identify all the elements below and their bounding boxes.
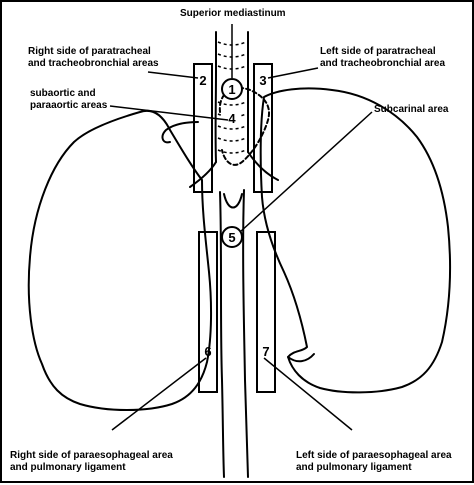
label-right-paraesophageal-line2: and pulmonary ligament xyxy=(10,462,173,474)
zone-2-label: 2 xyxy=(199,73,206,88)
carina xyxy=(224,194,242,208)
leader-subaortic xyxy=(110,106,228,120)
label-right-paratracheal: Right side of paratracheal and tracheobr… xyxy=(28,46,159,70)
left-bronchus xyxy=(248,152,278,180)
label-subaortic-line2: paraaortic areas xyxy=(30,100,107,112)
label-left-paratracheal-line1: Left side of paratracheal xyxy=(320,46,445,58)
zone-5-label: 5 xyxy=(228,230,235,245)
label-right-paraesophageal-line1: Right side of paraesophageal area xyxy=(10,450,173,462)
zone-6-label: 6 xyxy=(204,344,211,359)
label-subaortic: subaortic and paraaortic areas xyxy=(30,88,107,112)
label-right-paraesophageal: Right side of paraesophageal area and pu… xyxy=(10,450,173,474)
leader-left-paratracheal xyxy=(268,68,318,78)
label-left-paratracheal-line2: and tracheobronchial area xyxy=(320,58,445,70)
right-lung-outline xyxy=(29,111,211,410)
left-lung-outline xyxy=(261,88,450,392)
label-left-paratracheal: Left side of paratracheal and tracheobro… xyxy=(320,46,445,70)
label-superior-mediastinum: Superior mediastinum xyxy=(180,8,286,20)
leader-left-paraesophageal xyxy=(264,358,352,430)
label-left-paraesophageal-line1: Left side of paraesophageal area xyxy=(296,450,452,462)
label-left-paraesophageal: Left side of paraesophageal area and pul… xyxy=(296,450,452,474)
zone-3-label: 3 xyxy=(259,73,266,88)
zone-4-label: 4 xyxy=(228,111,236,126)
leader-right-paratracheal xyxy=(148,72,198,78)
label-right-paratracheal-line2: and tracheobronchial areas xyxy=(28,58,159,70)
label-right-paratracheal-line1: Right side of paratracheal xyxy=(28,46,159,58)
zone-7-box xyxy=(257,232,275,392)
zone-7-label: 7 xyxy=(262,344,269,359)
left-lung-notch xyxy=(288,354,314,361)
label-subcarinal: Subcarinal area xyxy=(374,104,448,116)
leader-subcarinal xyxy=(240,112,372,232)
esophagus-right-wall xyxy=(243,190,248,477)
leader-right-paraesophageal xyxy=(112,358,206,430)
zone-1-label: 1 xyxy=(228,82,235,97)
label-subaortic-line1: subaortic and xyxy=(30,88,107,100)
label-left-paraesophageal-line2: and pulmonary ligament xyxy=(296,462,452,474)
